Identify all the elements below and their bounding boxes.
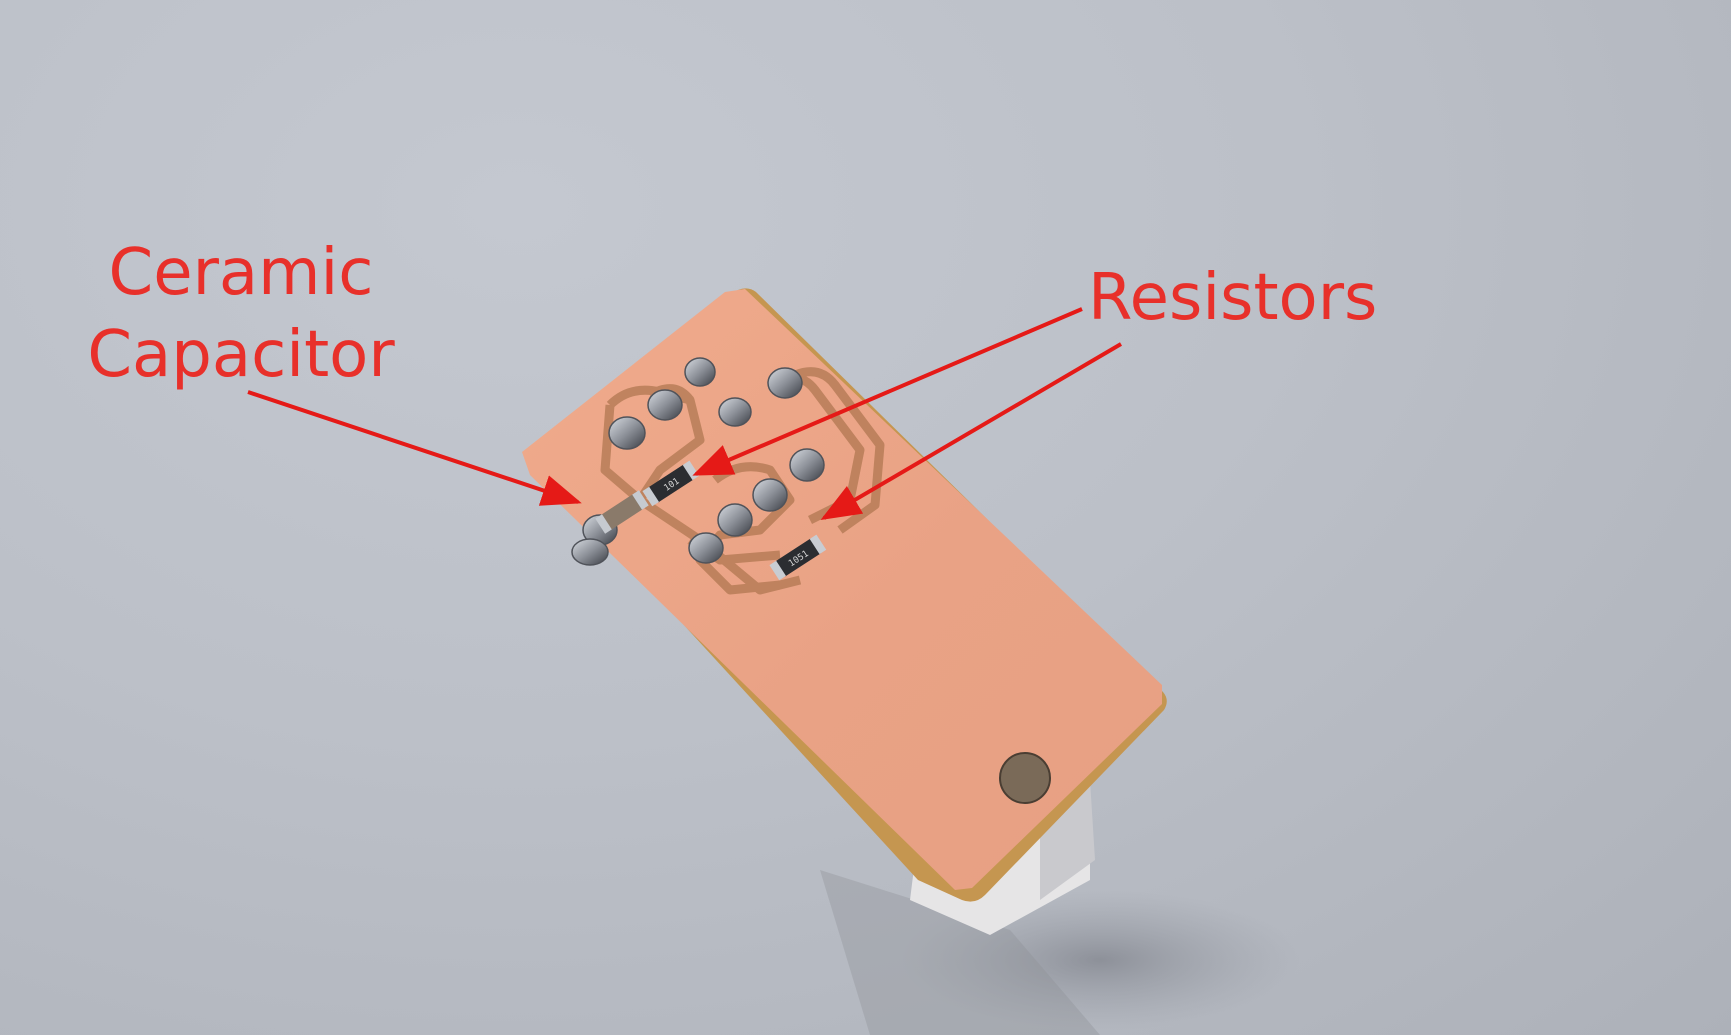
capacitor-arrow <box>247 390 582 506</box>
annotation-arrows <box>247 307 1123 521</box>
solder-joints <box>571 357 825 566</box>
ceramic-capacitor-label: Ceramic Capacitor <box>86 232 396 396</box>
resistor-arrow-1 <box>692 307 1083 476</box>
ceramic-capacitor-label-line-2: Capacitor <box>87 318 395 392</box>
mounting-hole <box>999 752 1051 804</box>
ceramic-capacitor-component <box>595 490 649 534</box>
resistor-arrow-2 <box>820 342 1123 521</box>
pcb-board: 101 1051 <box>522 288 1167 902</box>
resistors-label: Resistors <box>1088 261 1378 335</box>
ceramic-capacitor-label-line-1: Ceramic <box>108 236 374 310</box>
